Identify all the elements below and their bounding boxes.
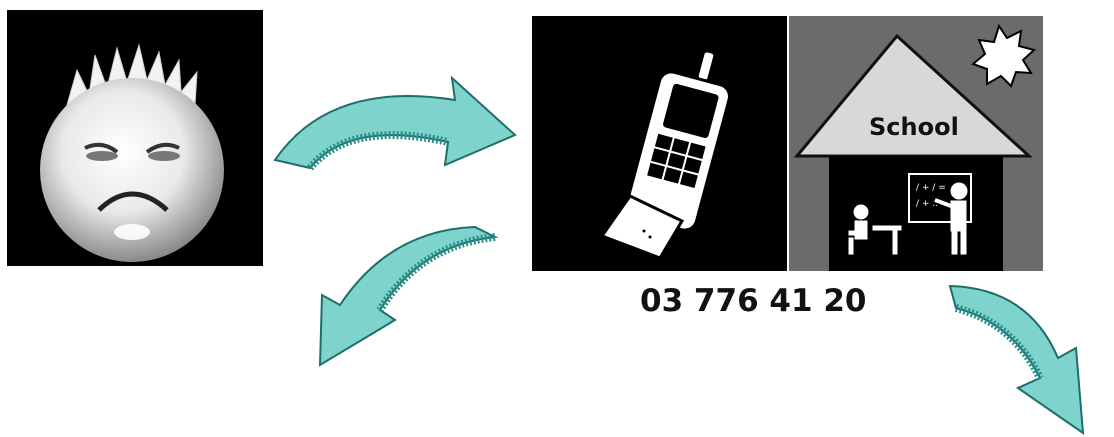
school-building-icon: School / + / = / + .. [789, 16, 1043, 271]
board-line-2: / + .. [916, 199, 938, 209]
curved-arrow-down-right-icon [948, 278, 1114, 437]
flip-phone-icon [532, 16, 787, 271]
school-sign-text: School [869, 113, 959, 141]
school-panel: School / + / = / + .. [789, 16, 1043, 271]
curved-arrow-down-left-icon [300, 225, 500, 375]
sad-sick-face-icon [7, 10, 263, 266]
sick-face-panel [7, 10, 263, 266]
phone-panel [532, 16, 787, 271]
board-line-1: / + / = [916, 183, 946, 193]
sun-icon [973, 26, 1034, 86]
curved-arrow-right-icon [270, 40, 520, 170]
phone-number-text: 03 776 41 20 [640, 283, 867, 319]
